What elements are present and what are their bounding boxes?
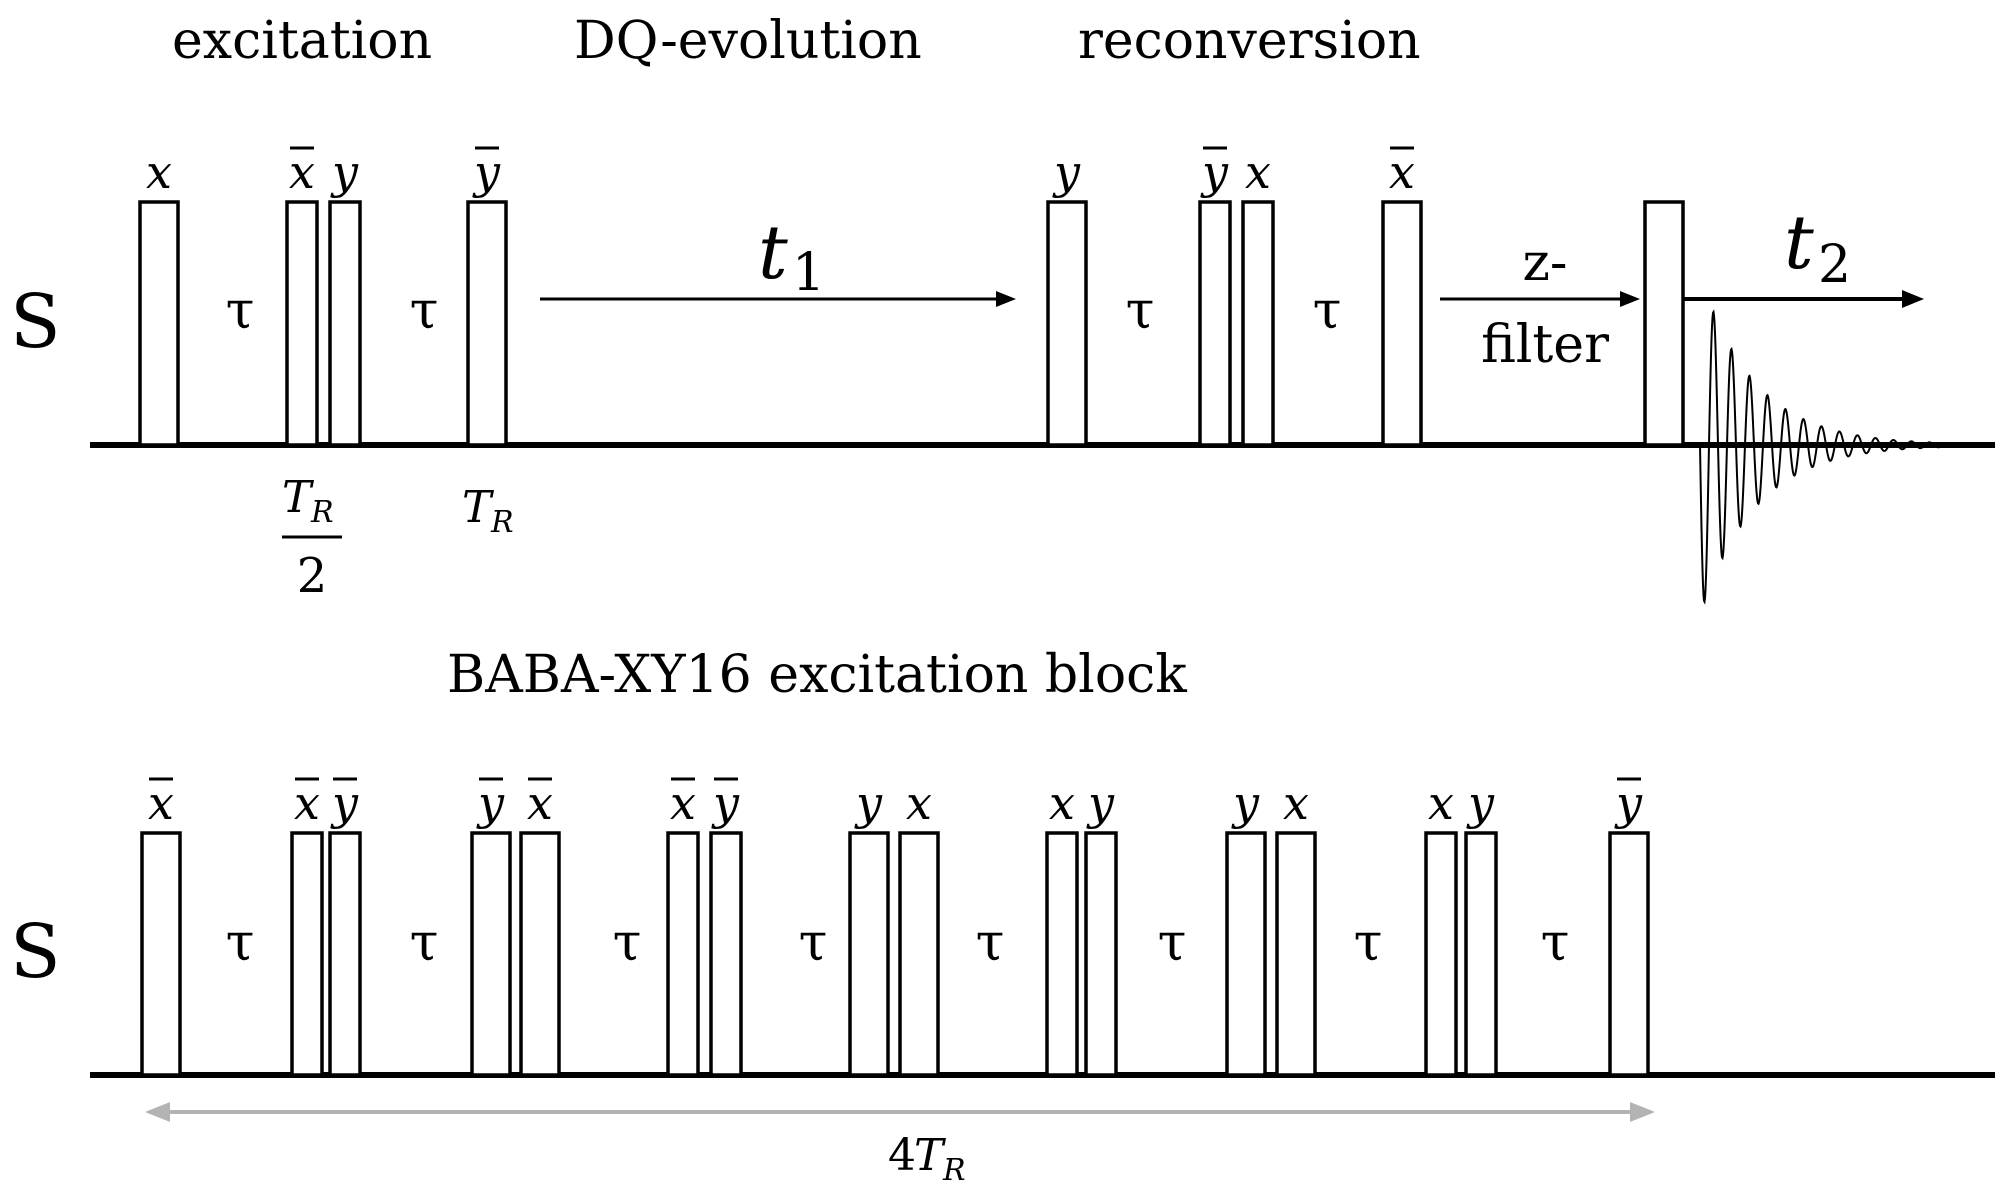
pulse-rect — [1381, 200, 1423, 447]
pulse-rect — [328, 831, 362, 1077]
pulse-rect — [1464, 831, 1498, 1077]
tau-label: τ — [410, 913, 439, 973]
pulse-rect — [285, 200, 319, 447]
tau-label: τ — [226, 281, 255, 341]
pulse-phase-label: x — [670, 776, 696, 830]
fid-signal — [1699, 309, 1996, 605]
tau-label: τ — [1126, 281, 1155, 341]
pulse-phase-label: y — [476, 776, 505, 830]
tau-label: τ — [1354, 913, 1383, 973]
pulse-rect — [328, 200, 362, 447]
pulse-phase-label: x — [1428, 776, 1454, 830]
pulse-rect — [138, 200, 180, 447]
pulse-rect — [1424, 831, 1458, 1077]
pulse-phase-label: x — [289, 145, 315, 199]
pulse-rect — [898, 831, 940, 1077]
pulse-rect — [290, 831, 324, 1077]
tau-label: τ — [976, 913, 1005, 973]
pulse-rect — [1045, 831, 1079, 1077]
pulse-rect — [519, 831, 561, 1077]
block-title: BABA-XY16 excitation block — [447, 645, 1187, 705]
pulse-rect — [709, 831, 743, 1077]
svg-text:2: 2 — [297, 548, 328, 604]
arrowhead-icon — [145, 1102, 170, 1122]
pulse-phase-label: x — [148, 776, 174, 830]
pulse-rect — [1084, 831, 1118, 1077]
pulse-phase-label: y — [1052, 145, 1081, 199]
arrowhead-icon — [1902, 290, 1924, 308]
channel-label: S — [10, 909, 61, 995]
pulse-phase-label: x — [1389, 145, 1415, 199]
arrowhead-icon — [996, 291, 1016, 307]
pulse-phase-label: y — [330, 776, 359, 830]
pulse-phase-label: y — [1086, 776, 1115, 830]
pulse-phase-label: y — [330, 145, 359, 199]
pulse-rect — [848, 831, 890, 1077]
section-label-dq-evolution: DQ-evolution — [574, 11, 922, 71]
tau-label: τ — [1313, 281, 1342, 341]
pulse-phase-label: y — [1466, 776, 1495, 830]
pulse-rect — [1198, 200, 1232, 447]
tau-label: τ — [1541, 913, 1570, 973]
pulse-rect — [1275, 831, 1317, 1077]
pulse-phase-label: y — [1231, 776, 1260, 830]
zfilter-label-line1: z- — [1523, 233, 1568, 293]
pulse-phase-label: x — [1245, 145, 1271, 199]
tau-label: τ — [410, 281, 439, 341]
svg-text:T R: T R — [282, 472, 334, 530]
pulse-rect — [666, 831, 700, 1077]
arrowhead-icon — [1630, 1102, 1655, 1122]
tau-label: τ — [1158, 913, 1187, 973]
pulse-rect — [470, 831, 512, 1077]
section-label-reconversion: reconversion — [1078, 11, 1421, 71]
pulse-rect — [140, 831, 182, 1077]
section-label-excitation: excitation — [172, 11, 432, 71]
tr-label: T R — [462, 482, 514, 540]
pulse-phase-label: x — [146, 145, 172, 199]
pulse-phase-label: x — [1049, 776, 1075, 830]
top-sequence: excitation DQ-evolution reconversion S x… — [10, 11, 1996, 605]
zfilter-label-line2: filter — [1481, 315, 1609, 375]
arrowhead-icon — [1620, 291, 1640, 307]
channel-label: S — [10, 279, 61, 365]
tau-label: τ — [613, 913, 642, 973]
span-label: 4 T R — [888, 1130, 966, 1188]
t1-label: t 1 — [758, 210, 825, 303]
tau-label: τ — [799, 913, 828, 973]
pulse-phase-label: x — [1283, 776, 1309, 830]
pulse-phase-label: x — [527, 776, 553, 830]
pulse-phase-label: y — [1614, 776, 1643, 830]
pulse-phase-label: x — [906, 776, 932, 830]
pulse-rect — [1225, 831, 1267, 1077]
pulse-phase-label: y — [472, 145, 501, 199]
tr-half-label: T R 2 — [282, 472, 342, 604]
pulse-rect — [1241, 200, 1275, 447]
pulse-rect — [466, 200, 508, 447]
pulse-rect — [1046, 200, 1088, 447]
pulse-phase-label: y — [1200, 145, 1229, 199]
pulse-rect — [1608, 831, 1650, 1077]
tau-label: τ — [226, 913, 255, 973]
pulse-phase-label: y — [711, 776, 740, 830]
pulse-rect — [1643, 200, 1685, 447]
pulse-phase-label: y — [854, 776, 883, 830]
pulse-phase-label: x — [294, 776, 320, 830]
t2-label: t 2 — [1784, 200, 1851, 295]
